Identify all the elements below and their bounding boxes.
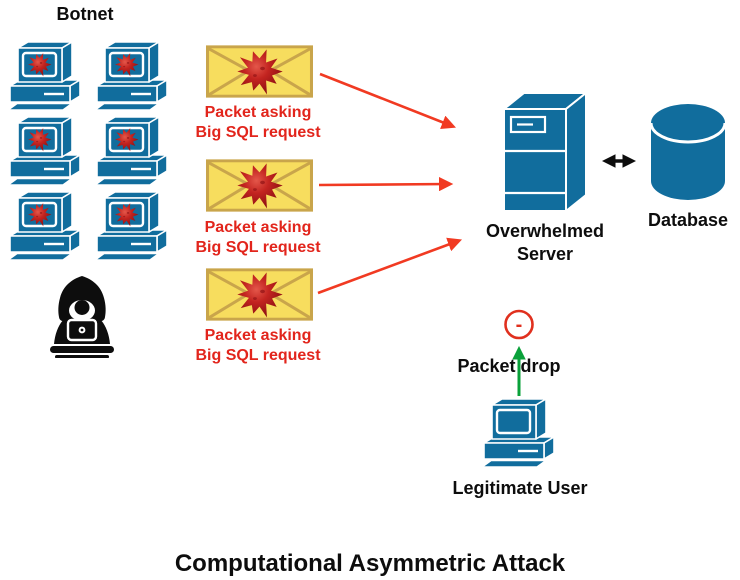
infected-computer-icon: [91, 115, 173, 185]
server-label-line1: Overwhelmed: [485, 221, 605, 241]
infected-computer-icon: [91, 190, 173, 260]
diagram-title: Computational Asymmetric Attack: [174, 550, 566, 577]
botnet-label: Botnet: [56, 4, 114, 24]
malicious-envelope-icon: [206, 45, 313, 98]
infected-computer-icon: [91, 40, 173, 110]
packet-label: Packet asking Big SQL request: [182, 218, 334, 258]
malicious-envelope-icon: [206, 268, 313, 321]
computer-icon: [478, 397, 560, 467]
packet-label-line1: Packet asking: [204, 327, 312, 344]
server-icon: [502, 91, 590, 215]
infected-computer-icon: [4, 40, 86, 110]
hacker-icon: [42, 274, 122, 358]
packet-label-line2: Big SQL request: [195, 124, 321, 141]
packet-label-line1: Packet asking: [204, 104, 312, 121]
server-label-line2: Server: [516, 244, 574, 264]
attack-arrow-1: [319, 72, 456, 129]
packet-label: Packet asking Big SQL request: [182, 326, 334, 366]
packet-label-line2: Big SQL request: [195, 347, 321, 364]
packet-label-line1: Packet asking: [204, 219, 312, 236]
attack-arrow-2: [318, 176, 454, 192]
infected-computer-icon: [4, 190, 86, 260]
legitimate-user-label: Legitimate User: [452, 478, 588, 498]
packet-drop-label: Packet drop: [457, 356, 561, 376]
infected-computer-icon: [4, 115, 86, 185]
server-label: Overwhelmed Server: [467, 220, 623, 266]
malicious-envelope-icon: [206, 159, 313, 212]
database-cylinder-icon: [649, 102, 727, 202]
packet-label-line2: Big SQL request: [195, 239, 321, 256]
packet-drop-minus: -: [516, 314, 523, 336]
attack-arrow-3: [317, 237, 463, 295]
packet-drop-circle: [504, 309, 534, 340]
database-label: Database: [647, 210, 729, 230]
packet-label: Packet asking Big SQL request: [182, 103, 334, 143]
